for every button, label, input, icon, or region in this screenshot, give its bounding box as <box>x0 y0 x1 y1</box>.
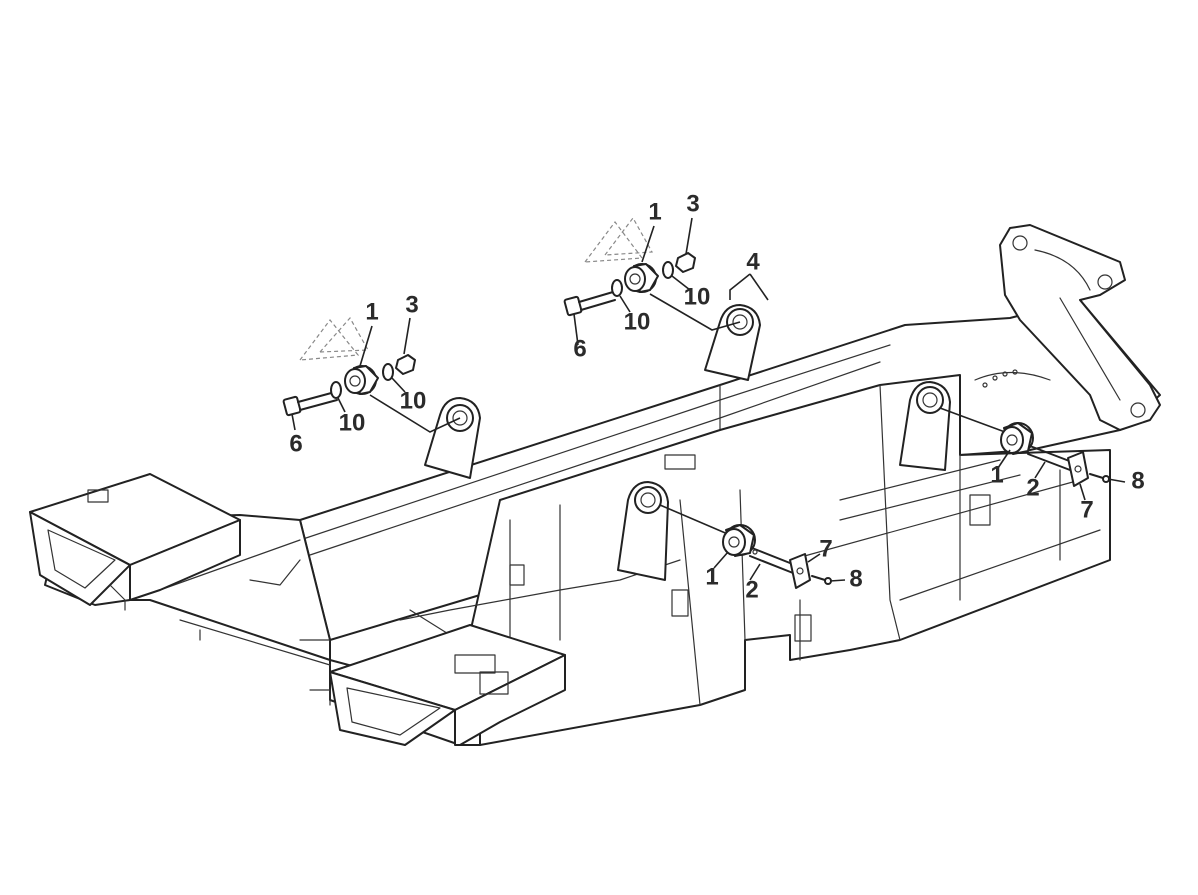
hardware-group-center <box>563 216 741 331</box>
callout-8-right: 8 <box>1131 467 1144 494</box>
callout-3-left: 3 <box>405 291 418 318</box>
callout-10-left-b: 10 <box>400 387 427 414</box>
bushing-1-center <box>624 263 659 293</box>
bushing-1-right <box>1000 422 1034 455</box>
callout-2-right: 2 <box>1026 474 1039 501</box>
callout-1-left: 1 <box>365 298 378 325</box>
left-top-lug <box>424 397 481 479</box>
hardware-group-lower <box>659 504 832 589</box>
washer-7-right <box>1067 451 1089 487</box>
callout-10-center-b: 10 <box>684 283 711 310</box>
bolt-2-right <box>1027 445 1073 471</box>
callout-7-right: 7 <box>1080 496 1093 523</box>
callout-6-left: 6 <box>289 430 302 457</box>
nut-3-left <box>395 354 416 375</box>
hardware-group-right <box>939 407 1110 487</box>
bushing-1-lower <box>722 524 756 557</box>
callout-1-right: 1 <box>990 461 1003 488</box>
right-rear-lug <box>899 369 1051 471</box>
callout-4: 4 <box>746 248 760 275</box>
callout-labels: 1 3 6 10 10 1 3 4 6 10 10 1 2 7 8 1 2 7 … <box>289 190 1144 603</box>
bolt-6-left <box>282 391 338 417</box>
lower-center-lug <box>617 481 669 581</box>
bolt-2-lower <box>749 547 796 574</box>
callout-3-center: 3 <box>686 190 699 217</box>
front-left-step-box <box>29 473 241 611</box>
callout-8-lower: 8 <box>849 565 862 592</box>
bolt-6-center <box>563 291 616 317</box>
hardware-group-left <box>282 316 461 433</box>
washer-10-left-a <box>330 381 342 399</box>
callout-7-lower: 7 <box>819 535 832 562</box>
callout-1-center: 1 <box>648 198 661 225</box>
callout-10-left-a: 10 <box>339 409 366 436</box>
callout-1-lower: 1 <box>705 563 718 590</box>
callout-2-lower: 2 <box>745 576 758 603</box>
nut-3-center <box>675 252 696 273</box>
callout-leaders <box>291 217 1126 582</box>
washer-10-left-b <box>382 363 394 381</box>
washer-7-lower <box>789 553 811 589</box>
callout-6-center: 6 <box>573 335 586 362</box>
washer-10-center-a <box>611 279 623 297</box>
nut-8-lower <box>811 575 826 581</box>
front-right-step-box <box>309 624 566 746</box>
bushing-1-left <box>344 365 379 395</box>
washer-10-center-b <box>662 261 674 279</box>
nut-8-right <box>1089 473 1104 479</box>
callout-10-center-a: 10 <box>624 308 651 335</box>
center-top-lug <box>704 304 761 381</box>
